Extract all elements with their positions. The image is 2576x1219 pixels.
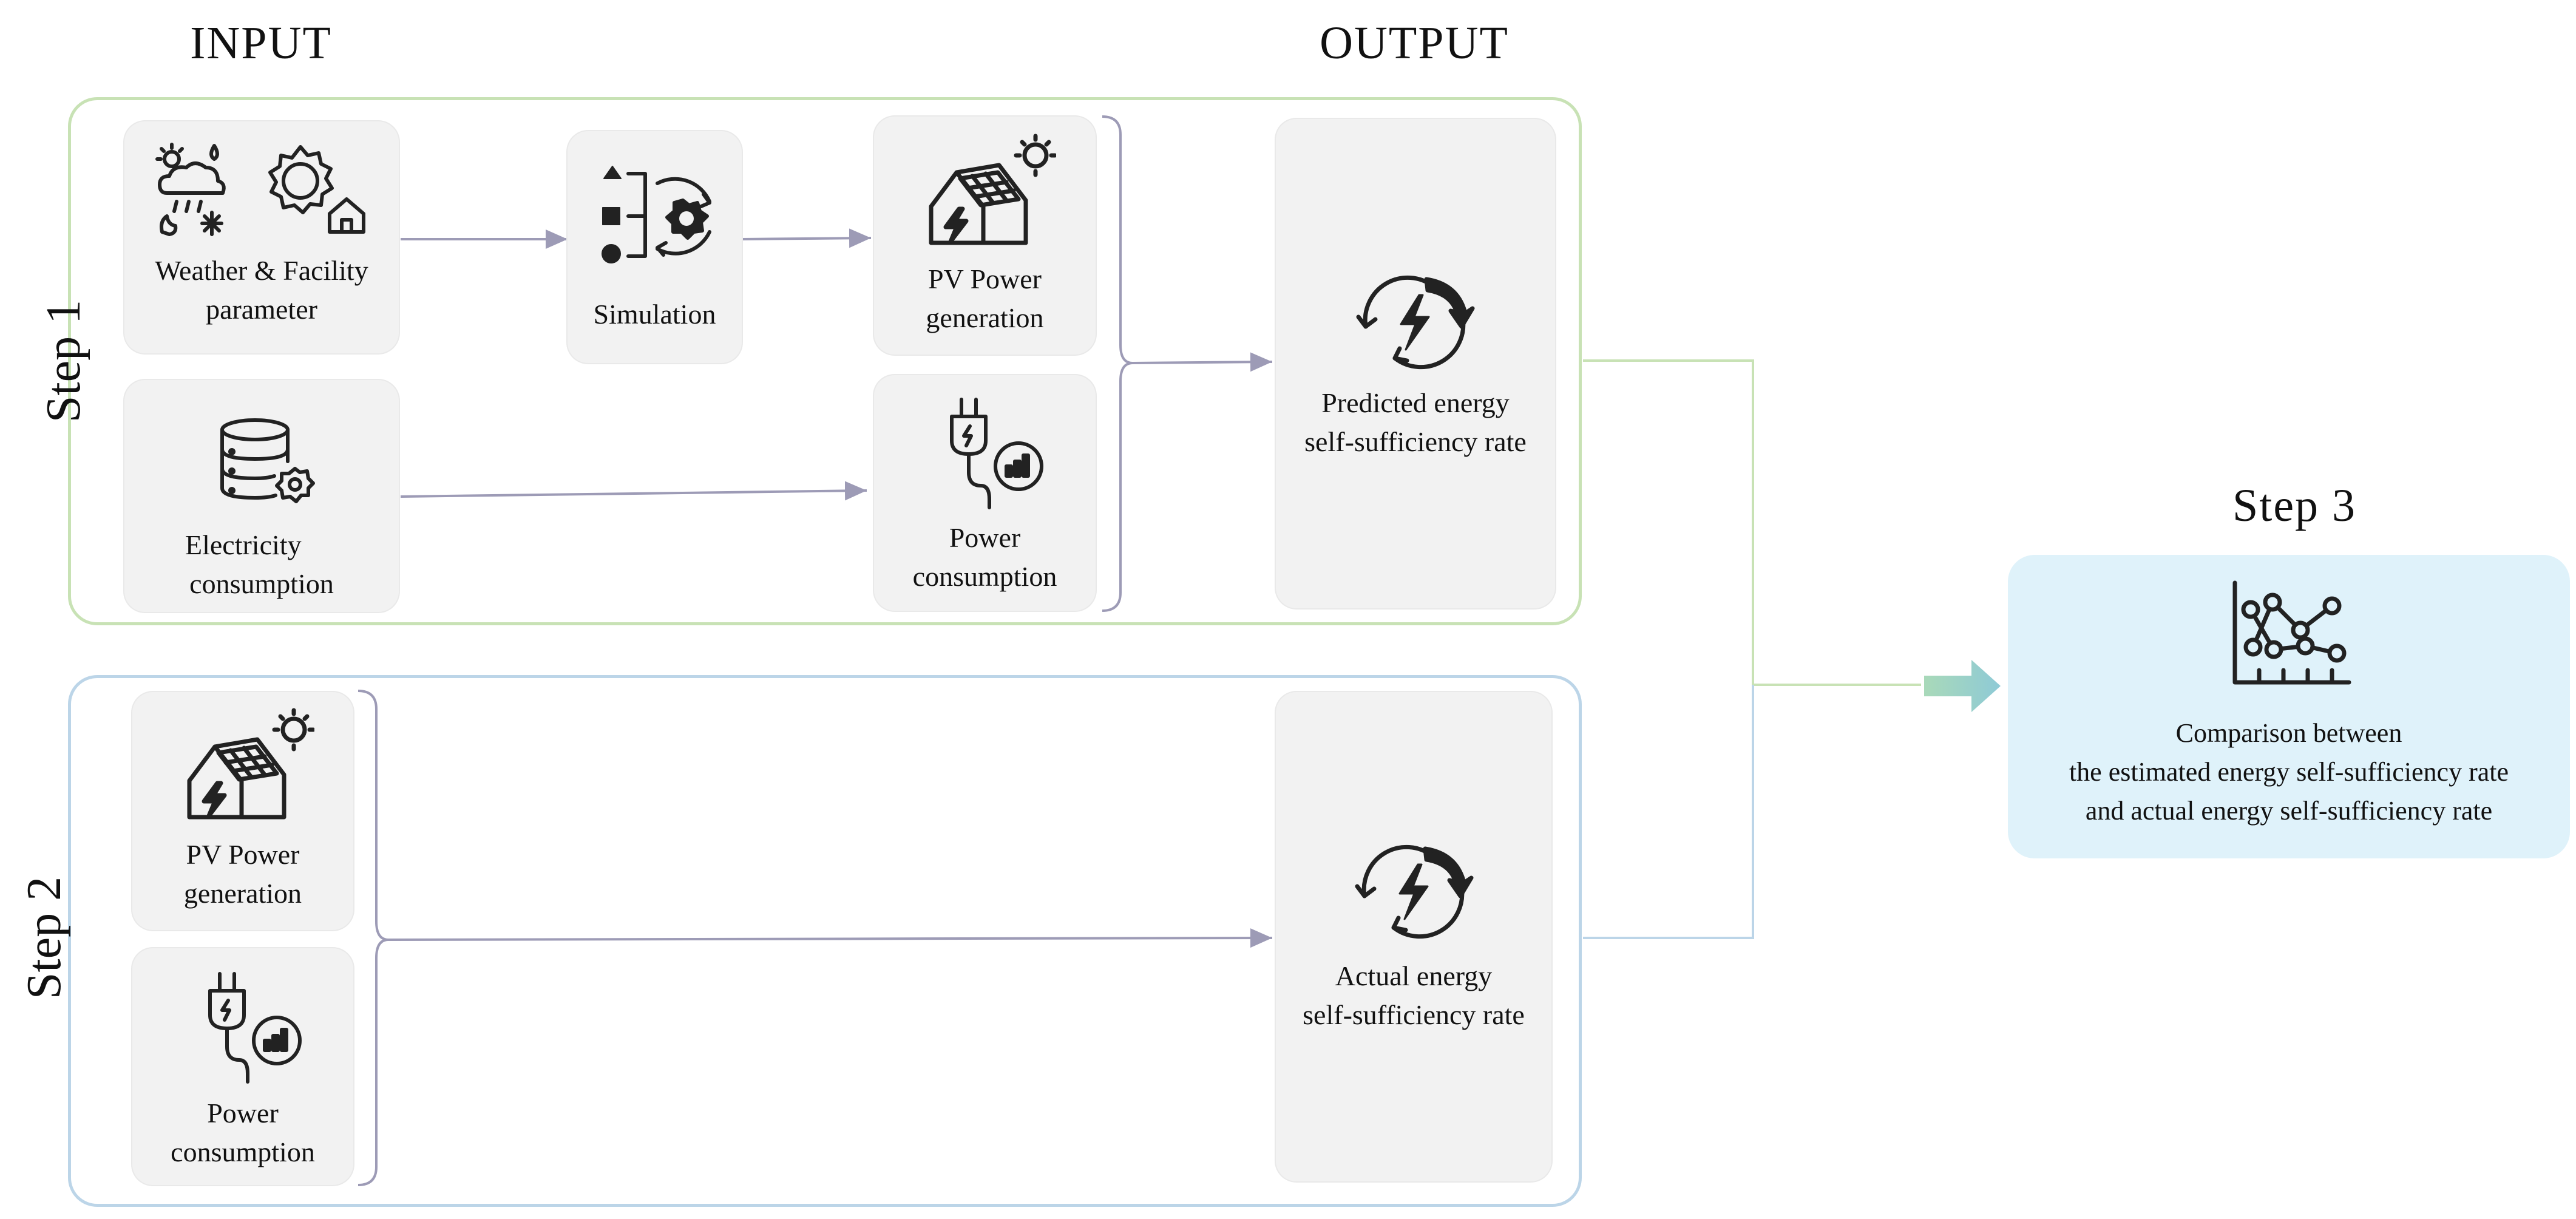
arrow-simulation-to-pv bbox=[741, 228, 872, 248]
step3-label-1: Comparison between bbox=[2175, 718, 2402, 748]
step3-header: Step 3 bbox=[2232, 480, 2357, 531]
line-chart-icon bbox=[2230, 579, 2351, 688]
simulation-card: Simulation bbox=[568, 131, 742, 363]
database-gear-icon bbox=[212, 416, 316, 508]
connector-actual-to-step3 bbox=[1583, 685, 1754, 939]
weather-facility-card: Weather & Facility parameter bbox=[124, 121, 399, 353]
energy-cycle-icon bbox=[1352, 840, 1474, 943]
solar-house-icon bbox=[181, 708, 314, 823]
electricity-label-2: consumption bbox=[189, 568, 334, 599]
step3-label-3: and actual energy self-sufficiency rate bbox=[2085, 796, 2493, 826]
predicted-label-1: Predicted energy bbox=[1321, 387, 1510, 418]
solar-house-icon bbox=[923, 134, 1056, 249]
electricity-consumption-card: Electricity consumption bbox=[124, 380, 399, 612]
weather-facility-label-2: parameter bbox=[206, 294, 317, 325]
step1-frame bbox=[68, 97, 1582, 625]
arrow-brace1-to-predicted bbox=[1132, 352, 1273, 372]
weather-and-gear-icon bbox=[149, 141, 379, 238]
step1-power-consumption-card: Power consumption bbox=[874, 375, 1096, 611]
weather-facility-label-1: Weather & Facility bbox=[155, 255, 368, 286]
step2-pv-label-1: PV Power bbox=[186, 839, 300, 870]
plug-chart-icon bbox=[205, 969, 308, 1084]
step1-power-label-1: Power bbox=[949, 522, 1021, 553]
step1-brace bbox=[1102, 115, 1133, 612]
simulation-icon bbox=[594, 165, 716, 268]
arrow-brace2-to-actual bbox=[388, 928, 1273, 948]
actual-label-2: self-sufficiency rate bbox=[1303, 999, 1525, 1030]
predicted-label-2: self-sufficiency rate bbox=[1304, 426, 1527, 457]
connector-predicted-to-step3 bbox=[1583, 359, 1921, 686]
step2-pv-generation-card: PV Power generation bbox=[132, 692, 353, 930]
arrow-electricity-to-power bbox=[400, 481, 867, 501]
step1-pv-label-2: generation bbox=[926, 302, 1044, 333]
step3-block-arrow bbox=[1924, 660, 2001, 712]
step2-frame bbox=[68, 675, 1582, 1207]
energy-cycle-icon bbox=[1354, 271, 1475, 374]
step1-power-label-2: consumption bbox=[912, 561, 1057, 592]
electricity-label-1: Electricity bbox=[185, 529, 302, 560]
step2-brace bbox=[358, 690, 389, 1186]
output-header: OUTPUT bbox=[1320, 18, 1509, 69]
step1-pv-generation-card: PV Power generation bbox=[874, 117, 1096, 355]
step2-power-label-1: Power bbox=[207, 1098, 279, 1129]
step2-pv-label-2: generation bbox=[183, 878, 302, 909]
simulation-label: Simulation bbox=[593, 299, 716, 330]
step2-power-label-2: consumption bbox=[171, 1136, 315, 1167]
plug-chart-icon bbox=[947, 395, 1050, 510]
step3-comparison-card: Comparison between the estimated energy … bbox=[2008, 555, 2570, 858]
input-header: INPUT bbox=[190, 18, 332, 69]
actual-label-1: Actual energy bbox=[1335, 960, 1493, 991]
predicted-rate-card: Predicted energy self-sufficiency rate bbox=[1276, 119, 1555, 608]
step2-power-consumption-card: Power consumption bbox=[132, 948, 353, 1185]
step1-pv-label-1: PV Power bbox=[927, 263, 1042, 294]
actual-rate-card: Actual energy self-sufficiency rate bbox=[1276, 692, 1551, 1181]
step3-label-2: the estimated energy self-sufficiency ra… bbox=[2069, 757, 2509, 787]
